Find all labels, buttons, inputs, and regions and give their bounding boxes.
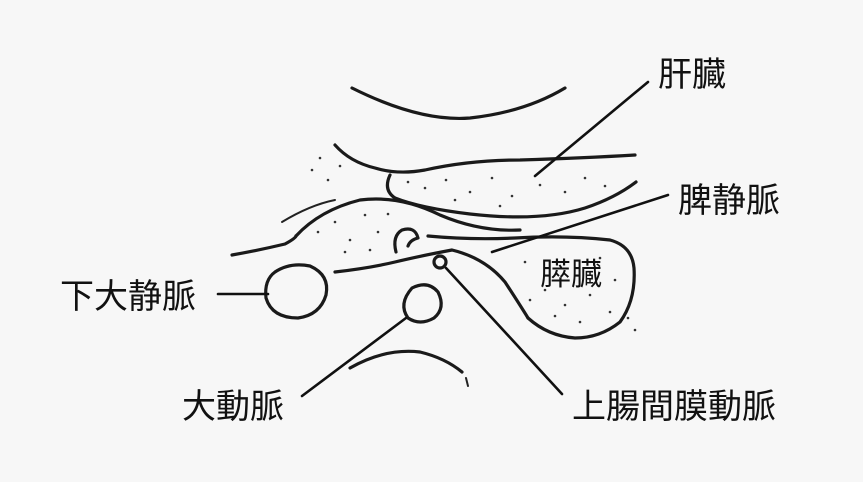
parenchyma-stipple: [310, 156, 637, 332]
liver-leader-line: [533, 80, 650, 178]
aorta-vessel: [402, 283, 443, 324]
ivc-vessel: [264, 263, 329, 320]
label-aorta: 大動脈: [182, 387, 284, 427]
pancreas-notch: [393, 227, 420, 254]
spine-arc: [348, 349, 464, 374]
label-ivc: 下大静脈: [60, 277, 196, 317]
label-splenic-vein: 脾静脈: [678, 181, 780, 221]
left-contour: [281, 199, 336, 223]
label-pancreas: 膵臓: [540, 257, 602, 293]
sma-vessel: [432, 254, 448, 270]
small-mark: [465, 377, 469, 387]
sma-leader-line: [444, 266, 564, 396]
label-liver: 肝臓: [658, 55, 726, 95]
pancreas-lower-edge: [333, 248, 530, 320]
liver-lower-edge: [385, 173, 638, 219]
splenic-vein-band: [294, 197, 522, 238]
aorta-leader-line: [300, 316, 408, 398]
pancreas-head-left: [230, 234, 298, 257]
label-sma: 上腸間膜動脈: [572, 387, 776, 427]
pancreas-upper-edge: [426, 234, 636, 340]
liver-outline: [333, 143, 637, 174]
liver-surface-arc: [350, 86, 567, 121]
splenic-vein-leader-line: [490, 193, 670, 254]
